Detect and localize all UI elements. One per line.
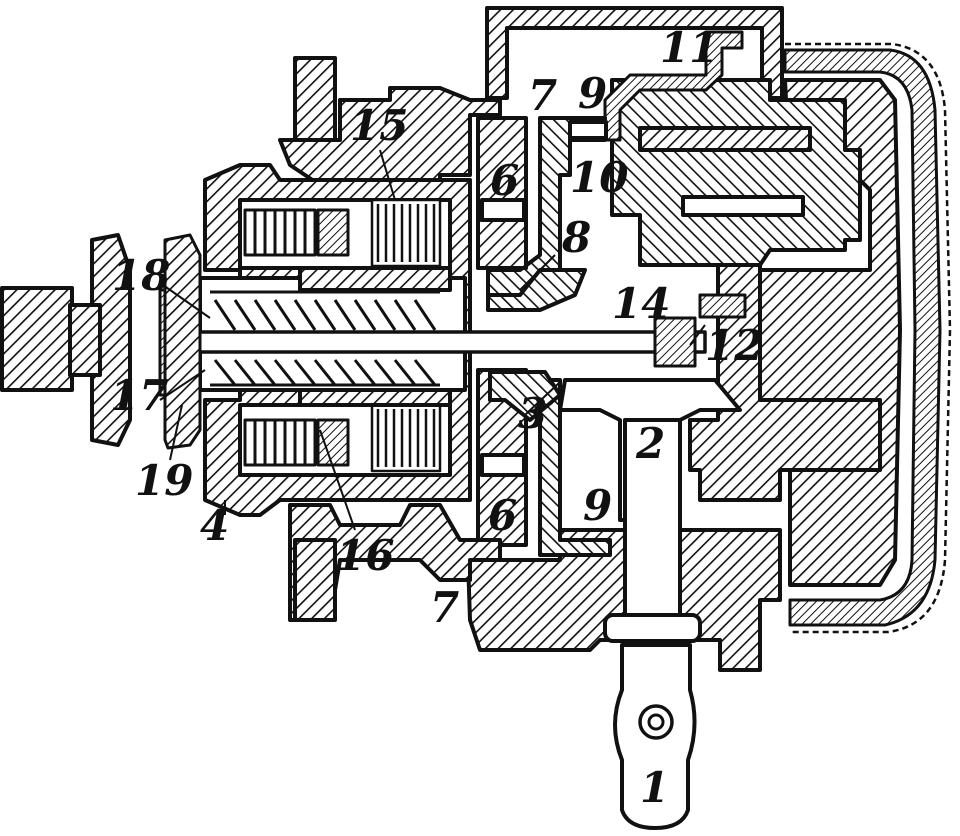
part-16-sleeve bbox=[298, 266, 452, 292]
label-7-bottom: 7 bbox=[430, 583, 459, 632]
label-9-bottom: 9 bbox=[583, 481, 612, 530]
label-6-top: 6 bbox=[490, 156, 519, 205]
bevel-gear-3 bbox=[488, 370, 562, 422]
part-6-upper bbox=[476, 116, 528, 270]
label-11: 11 bbox=[660, 23, 718, 72]
right-middle-block bbox=[688, 263, 882, 502]
part-15-discs-top bbox=[370, 198, 442, 268]
label-12: 12 bbox=[705, 321, 763, 370]
label-7-top: 7 bbox=[528, 71, 557, 120]
part-17-threaded-spring bbox=[210, 290, 440, 387]
outer-rib-bottom bbox=[293, 538, 337, 622]
label-9-top: 9 bbox=[578, 69, 607, 118]
label-15: 15 bbox=[350, 101, 408, 150]
leader-lines bbox=[159, 149, 706, 531]
part-19-cap bbox=[163, 233, 202, 450]
part-labels: 1 2 3 4 6 6 7 7 8 9 9 10 11 12 14 15 16 … bbox=[110, 23, 763, 812]
spindle-collar bbox=[603, 613, 702, 643]
label-14: 14 bbox=[612, 279, 670, 328]
part-16-sleeve-lower bbox=[298, 388, 452, 407]
part-12-nut bbox=[698, 293, 747, 319]
label-2: 2 bbox=[635, 419, 665, 468]
left-knob bbox=[0, 286, 74, 392]
coil-spring-bottom bbox=[243, 418, 350, 467]
label-17: 17 bbox=[110, 371, 168, 420]
right-outer-cover bbox=[783, 48, 942, 627]
label-3: 3 bbox=[518, 389, 547, 438]
shaft-right-boss bbox=[653, 316, 697, 368]
part-11-bracket bbox=[603, 30, 744, 142]
part-8-gear bbox=[486, 268, 587, 312]
handle-pivot-inner bbox=[647, 713, 665, 731]
part-6-lower-window bbox=[480, 453, 526, 477]
label-16: 16 bbox=[336, 531, 394, 580]
armature-block bbox=[610, 78, 862, 267]
label-8: 8 bbox=[561, 213, 591, 262]
label-18: 18 bbox=[112, 251, 170, 300]
outer-rib-top bbox=[293, 56, 337, 142]
armature-slot-upper bbox=[638, 126, 812, 152]
label-10: 10 bbox=[570, 153, 628, 202]
part-9-upper-plate bbox=[568, 120, 608, 140]
left-knob-arm bbox=[90, 233, 132, 447]
label-6-bottom: 6 bbox=[488, 491, 517, 540]
label-4: 4 bbox=[200, 501, 229, 550]
label-19: 19 bbox=[135, 456, 193, 505]
part-14-shaft bbox=[173, 330, 707, 354]
armature-slot bbox=[681, 195, 805, 217]
cover-dashed-outline bbox=[785, 42, 952, 634]
coil-spring-top bbox=[243, 208, 350, 257]
part-15-discs-bottom bbox=[370, 403, 442, 473]
label-1: 1 bbox=[640, 763, 669, 812]
left-knob-neck bbox=[68, 303, 102, 377]
part-6-upper-window bbox=[480, 198, 526, 222]
